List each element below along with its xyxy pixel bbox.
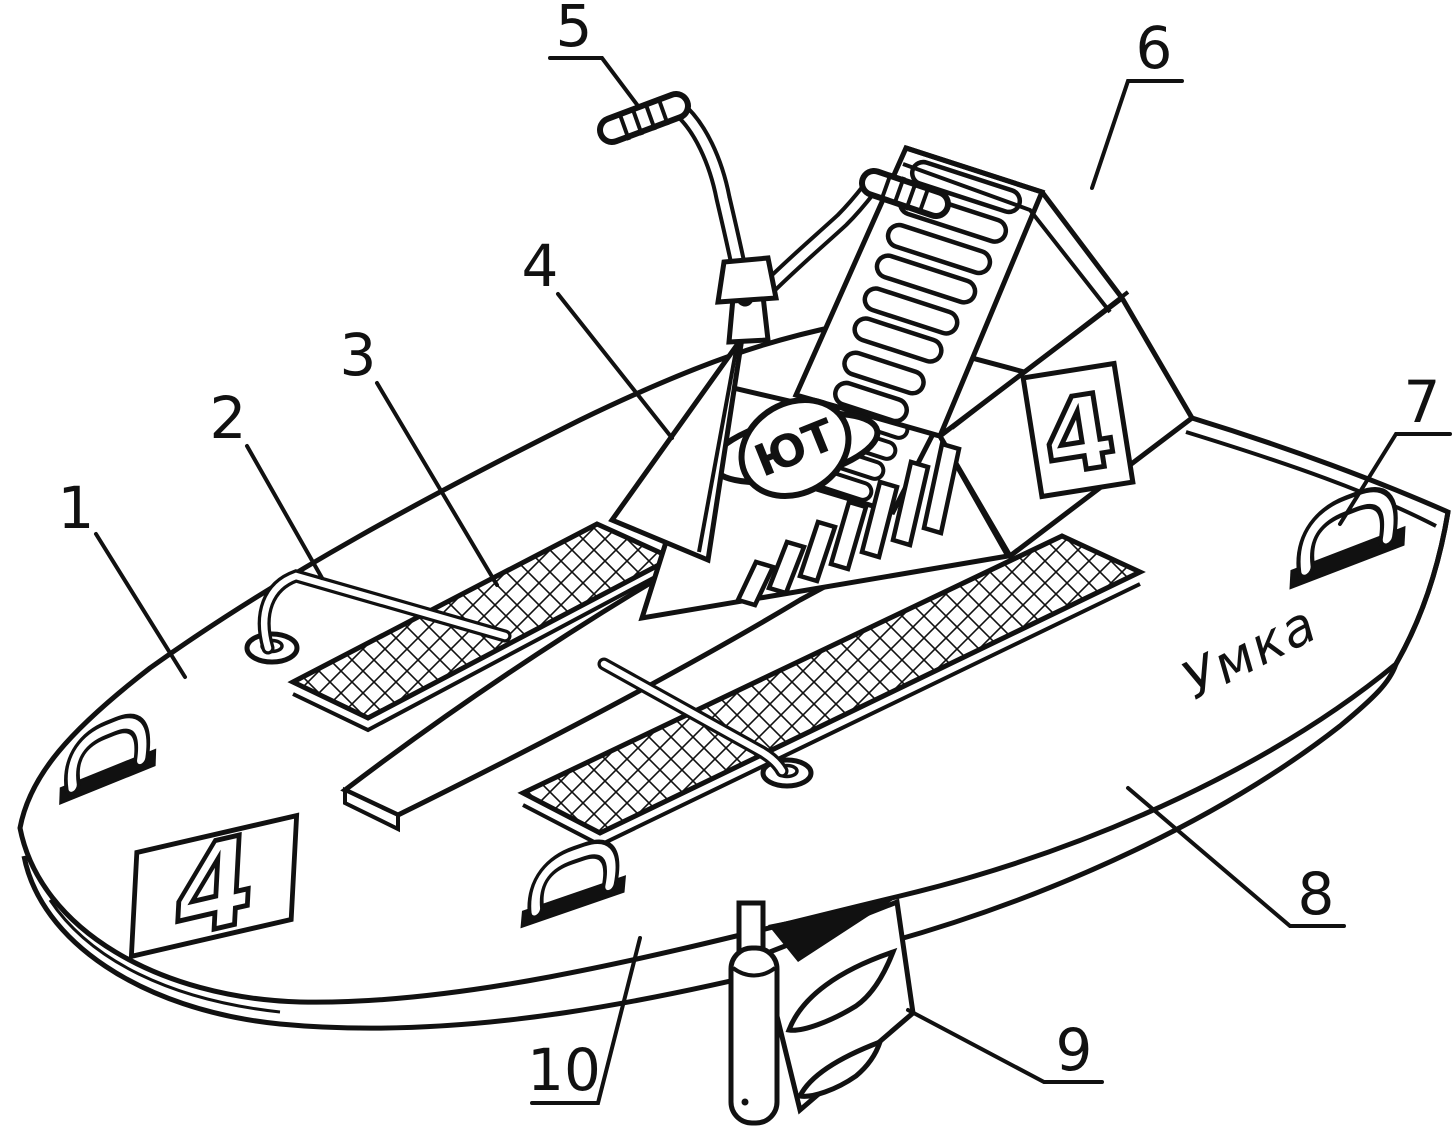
cowling-ridge-inner bbox=[902, 162, 1112, 314]
handlebar-grip-right bbox=[859, 168, 951, 219]
deck-handle-front bbox=[59, 713, 157, 805]
callout-8-leader bbox=[1126, 786, 1346, 928]
callout-10-number: 10 bbox=[527, 1036, 601, 1104]
handlebar bbox=[669, 99, 878, 307]
drive-blade-upper bbox=[785, 947, 898, 1033]
handle-middle-base bbox=[520, 875, 627, 929]
cowling-ridge bbox=[905, 145, 1124, 300]
callout-5-number: 5 bbox=[556, 0, 593, 60]
vent-slot bbox=[797, 519, 838, 584]
callout-6-number: 6 bbox=[1136, 14, 1173, 82]
callout-4-leader bbox=[556, 292, 674, 440]
vent-slot bbox=[734, 559, 777, 608]
callout-10-leader bbox=[530, 936, 642, 1105]
drive-upper-stub bbox=[736, 900, 766, 956]
callout-1: 1 bbox=[58, 474, 187, 679]
vent-slot bbox=[890, 459, 931, 548]
drive-shaft bbox=[728, 945, 780, 1126]
callout-7-leader bbox=[1338, 432, 1452, 526]
grille-slot bbox=[833, 380, 909, 424]
callout-4: 4 bbox=[522, 232, 674, 440]
grille-slot bbox=[852, 316, 944, 364]
callout-8: 8 bbox=[1126, 786, 1346, 928]
deck-handle-middle bbox=[520, 839, 627, 929]
callout-2-leader bbox=[245, 444, 324, 580]
steering-wedge-edge bbox=[697, 344, 739, 553]
callout-2-number: 2 bbox=[210, 384, 247, 452]
side-plate-border bbox=[1020, 360, 1136, 500]
steering-assembly bbox=[597, 91, 951, 564]
mat-rail-right bbox=[597, 657, 814, 789]
logo-disc bbox=[738, 397, 852, 499]
callout-9-leader bbox=[906, 1008, 1104, 1084]
grille-slot bbox=[885, 222, 993, 276]
callout-8-number: 8 bbox=[1298, 860, 1335, 928]
callout-4-number: 4 bbox=[522, 232, 559, 300]
transom-edge bbox=[1393, 511, 1451, 666]
keel-beam-end-cap bbox=[343, 786, 400, 833]
grille-slot bbox=[874, 253, 978, 305]
callout-7: 7 bbox=[1338, 368, 1452, 526]
handle-front-base bbox=[59, 748, 157, 805]
bow-plate-border bbox=[128, 812, 300, 960]
callout-5: 5 bbox=[548, 0, 640, 108]
drive-shaft-collar bbox=[731, 966, 777, 978]
drive-shaft-pin bbox=[741, 1098, 749, 1106]
vent-slot bbox=[766, 539, 807, 596]
vent-slot bbox=[828, 499, 869, 572]
grille-slot bbox=[862, 286, 960, 336]
callouts: 1 2 3 4 5 6 7 8 bbox=[58, 0, 1452, 1105]
vent-slot bbox=[921, 441, 962, 536]
side-vents bbox=[734, 441, 962, 608]
mat-left-thickness-edge bbox=[292, 566, 673, 733]
callout-9: 9 bbox=[906, 1008, 1104, 1084]
drive-shadow-wedge bbox=[768, 900, 893, 962]
bow-race-number-plate: 4 bbox=[128, 805, 300, 971]
callout-10: 10 bbox=[527, 936, 642, 1105]
vent-slot bbox=[859, 479, 900, 560]
cowling-step-edge bbox=[950, 290, 1130, 430]
deck-handle-rear bbox=[1289, 487, 1406, 590]
callout-5-leader bbox=[548, 56, 640, 108]
grille-slot bbox=[842, 350, 926, 396]
callout-3-number: 3 bbox=[340, 321, 377, 389]
side-race-number-plate: 4 bbox=[1020, 360, 1136, 502]
handle-rear-base bbox=[1289, 525, 1406, 590]
callout-2: 2 bbox=[210, 384, 324, 580]
callout-6-leader bbox=[1090, 79, 1184, 190]
callout-1-number: 1 bbox=[58, 474, 95, 542]
yut-logo-badge: ЮТ bbox=[709, 397, 881, 499]
handlebar-grip-left bbox=[597, 91, 691, 145]
callout-9-number: 9 bbox=[1056, 1016, 1093, 1084]
handlebar-clamp bbox=[715, 255, 780, 305]
stern-deck-rim bbox=[1185, 430, 1437, 528]
race-number-4-bow: 4 bbox=[170, 807, 257, 968]
callout-7-number: 7 bbox=[1404, 368, 1441, 436]
callout-3-leader bbox=[375, 381, 499, 587]
callout-3: 3 bbox=[340, 321, 499, 587]
hull-bow-chine-line bbox=[48, 899, 281, 1014]
callout-1-leader bbox=[94, 532, 187, 679]
callout-6: 6 bbox=[1090, 14, 1184, 190]
jet-drive-unit bbox=[728, 898, 916, 1126]
mat-rail-left bbox=[244, 569, 512, 665]
drive-blade-lower bbox=[796, 1037, 885, 1099]
engine-cowling: 4 ЮТ bbox=[638, 144, 1196, 622]
